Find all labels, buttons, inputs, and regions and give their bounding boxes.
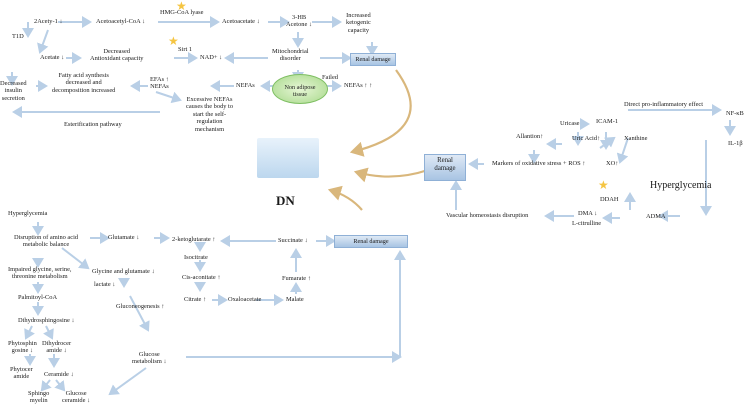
- sirt-label: Sirt 1: [178, 46, 193, 53]
- acetoacetate-label: Acetoacetate ↓: [222, 18, 260, 25]
- disruption-label: Disruption of amino acid metabolic balan…: [14, 234, 79, 249]
- glucose-metabolism-label: Glucose metabolism ↓: [132, 351, 167, 366]
- vascular-label: Vascular homeostasis disruption: [446, 212, 529, 219]
- star-icon-sirt: ★: [168, 34, 179, 48]
- markers-label: Markers of oxidative stress + ROS ↑: [492, 160, 586, 167]
- uricase-label: Uricase: [560, 120, 580, 127]
- mito-label: Mitochondrial disorder: [272, 48, 309, 63]
- renal-damage-box-top: Renal damage: [350, 53, 396, 66]
- hmg-label: HMG-CoA lyase: [160, 9, 204, 16]
- ceramide-label: Ceramide ↓: [44, 371, 74, 378]
- icam-label: ICAM-1: [596, 118, 619, 125]
- kidney-illustration: [257, 138, 319, 178]
- efas-label: EFAs ↑ NEFAs: [150, 76, 169, 91]
- non-adipose-cloud: Non adipose tissue: [272, 74, 328, 104]
- allantoin-label: Allantion↑: [516, 133, 544, 140]
- dihydrosph-label: Dihydrosphingosine ↓: [18, 317, 75, 324]
- hyperglycemia-big-label: Hyperglycemia: [650, 180, 712, 191]
- acetoacetyl-label: Acetoacetyl-CoA ↓: [96, 18, 146, 25]
- failed-label: Failed: [322, 74, 338, 81]
- citrate-label: Citrate ↑: [184, 296, 207, 303]
- excessive-label: Excessive NEFAs causes the body to start…: [186, 96, 234, 133]
- oxaloacetate-label: Oxaloacetate: [228, 296, 262, 303]
- lcitrulline-label: L-citrulline: [572, 220, 602, 227]
- esterification-label: Esterification pathway: [64, 121, 122, 128]
- nefas-right-label: NEFAs ↑ ↑: [344, 82, 373, 89]
- star-icon-ddah: ★: [598, 178, 609, 192]
- renal-damage-box-right: Renal damage: [424, 154, 466, 181]
- isocitrate-label: Isocitrate: [184, 254, 208, 261]
- ketoglutarate-label: 2-ketoglutarate ↑: [172, 236, 216, 243]
- adma-label: ADMA: [646, 213, 666, 220]
- cisaconitate-label: Cis-aconitate ↑: [182, 274, 221, 281]
- phytosph-label: Phytosphin gosine ↓: [8, 340, 37, 355]
- palmitoyl-label: Palmitoyl-CoA: [18, 294, 58, 301]
- malate-label: Malate: [286, 296, 304, 303]
- gluconeogenesis-label: Gluconeogenesis ↑: [116, 303, 165, 310]
- pro-inflam-label: Direct pro-inflammatory effect: [624, 101, 704, 108]
- nfkb-label: NF-κB: [726, 110, 744, 117]
- acetyl-label: 2Acety-1 ↓: [34, 18, 63, 25]
- glucose-ceramide-label: Glucose ceramide ↓: [62, 390, 91, 405]
- lactate-label: lactate ↓: [94, 281, 116, 288]
- ddah-label: DDAH: [600, 196, 619, 203]
- renal-damage-box-bottom: Renal damage: [334, 235, 408, 248]
- nefas-mid-label: NEFAs: [236, 82, 255, 89]
- hyperglycemia-small-label: Hyperglycemia: [8, 210, 48, 217]
- hb3-label: 3-HB Acetone ↓: [286, 14, 313, 29]
- fumarate-label: Fumarate ↑: [282, 275, 311, 282]
- succinate-label: Succinate ↓: [278, 237, 308, 244]
- dihydrocer-label: Dihydrocer amide ↓: [42, 340, 72, 355]
- decreased-antiox-label: Decreased Antioxidant capacity: [90, 48, 144, 63]
- uric-label: Uric Acid↑: [572, 135, 601, 142]
- t1d-label: T1D: [12, 33, 24, 40]
- dn-title: DN: [276, 193, 295, 208]
- impaired-label: Impaired glycine, serine, threonine meta…: [8, 266, 72, 281]
- insulin-label: Decreased insulin secretion: [0, 80, 27, 102]
- sphingomyelin-label: Sphingo myelin: [28, 390, 50, 405]
- xo-label: XO↑: [606, 160, 619, 167]
- phytocer-label: Phytocer amide: [10, 366, 33, 381]
- il1b-label: IL-1β: [728, 140, 743, 147]
- glycine-glutamate-label: Glycine and glutamate ↓: [92, 268, 155, 275]
- dma-label: DMA ↓: [578, 210, 598, 217]
- nad-label: NAD+ ↓: [200, 54, 223, 61]
- xanthine-label: Xanthine: [624, 135, 648, 142]
- ketogenic-label: Increased ketogenic capacity: [346, 12, 371, 34]
- fatty-acid-label: Fatty acid synthesis decreased and decom…: [52, 72, 116, 94]
- glutamate-label: Glutamate ↓: [108, 234, 140, 241]
- star-icon-hmg: ★: [176, 0, 187, 13]
- acetate-label: Acetate ↓: [40, 54, 65, 61]
